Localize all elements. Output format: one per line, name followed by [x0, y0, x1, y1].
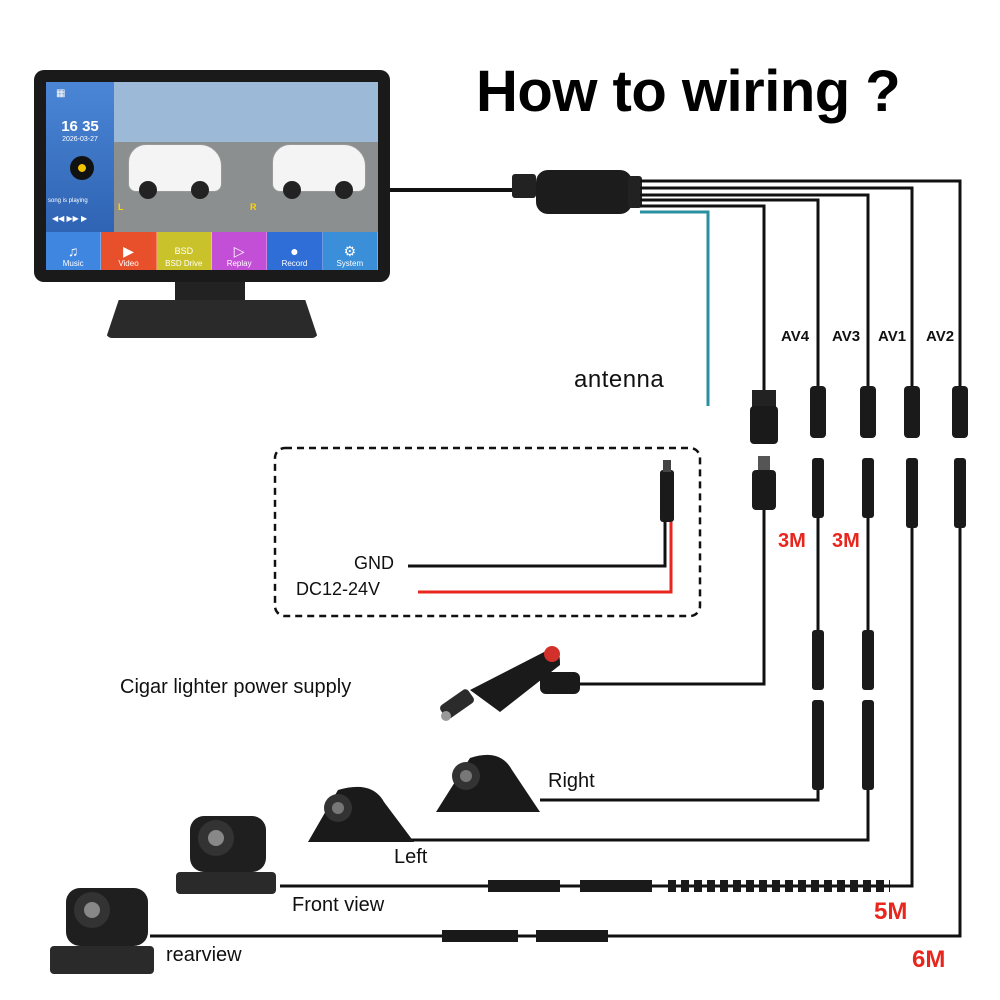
wire-av2 [640, 179, 962, 390]
music-icon: ♫ [67, 243, 79, 259]
cigar-lighter-plug-icon [440, 646, 580, 721]
connector-av3 [860, 386, 876, 438]
connector-av1 [904, 386, 920, 438]
wire-av3 [640, 193, 870, 390]
music-disc-icon [70, 156, 94, 180]
wire-av4 [640, 198, 820, 390]
screen-menu-item-record[interactable]: ●Record [267, 232, 323, 270]
rear-camera-icon [50, 888, 154, 974]
dc-voltage-label: DC12-24V [296, 579, 381, 599]
connector-power-female [750, 390, 778, 444]
clock-time: 16 35 [61, 118, 99, 135]
playback-controls-icon: ◀◀ ▶▶ ▶ [52, 214, 88, 223]
system-icon: ⚙ [343, 243, 357, 259]
bsd-drive-icon: BSD [174, 246, 194, 256]
length-label-front: 5M [874, 898, 908, 925]
channel-label-av1: AV1 [878, 328, 907, 345]
connector-av4-cam [812, 700, 824, 790]
connector-av3-mid [862, 630, 874, 690]
wire-power [640, 204, 766, 392]
car-image [272, 144, 366, 199]
screen-menu-label: System [336, 259, 364, 268]
wheel [191, 181, 209, 199]
cable-segment [580, 880, 652, 892]
replay-icon: ▷ [233, 243, 245, 259]
car-image [128, 144, 222, 199]
screen-menu-item-video[interactable]: ▶Video [101, 232, 157, 270]
cable-hub [628, 176, 642, 208]
right-side-camera-icon [436, 754, 540, 812]
song-status: song is playing [48, 198, 88, 204]
connector-av3-cam [862, 700, 874, 790]
cable-segment [488, 880, 560, 892]
screen-menu-label: Video [118, 259, 139, 268]
view-left-tag: L [118, 202, 124, 212]
screen-menu-label: Record [281, 259, 308, 268]
monitor-base [106, 300, 318, 338]
connector-av4-mid [812, 630, 824, 690]
connector-av2-ext [954, 458, 966, 528]
wire-av1 [640, 186, 914, 390]
length-label-av3: 3M [832, 530, 860, 552]
gnd-label: GND [354, 553, 394, 573]
cable-hub [536, 170, 632, 214]
clock-date: 2026-03-27 [62, 136, 98, 143]
connector-power-male [752, 456, 776, 510]
length-label-rear: 6M [912, 946, 946, 973]
screen-menu-item-system[interactable]: ⚙System [322, 232, 378, 270]
wheel [283, 181, 301, 199]
connector-av1-ext [906, 458, 918, 528]
screen-sidebar: ▦ 16 35 2026-03-27 song is playing ◀◀ ▶▶… [46, 82, 114, 232]
channel-label-av3: AV3 [832, 328, 861, 345]
connector-av2 [952, 386, 968, 438]
screen-menu-item-bsd-drive[interactable]: BSD BSD Drive [156, 232, 212, 270]
channel-label-av2: AV2 [926, 328, 955, 345]
wire-rear-cam [150, 528, 962, 938]
left-camera-view: L [114, 82, 246, 232]
monitor-screen: ▦ 16 35 2026-03-27 song is playing ◀◀ ▶▶… [46, 82, 378, 270]
wire-right-cam [540, 790, 820, 802]
rear-camera-label: rearview [166, 944, 242, 966]
channel-label-av4: AV4 [781, 328, 810, 345]
front-camera-label: Front view [292, 894, 385, 916]
wire-cigar [575, 510, 766, 686]
cable-segment [536, 930, 608, 942]
video-icon: ▶ [123, 243, 134, 259]
right-camera-view: R [246, 82, 378, 232]
connector-av3-ext [862, 458, 874, 518]
wheel [139, 181, 157, 199]
cable-segment [442, 930, 518, 942]
screen-menu-label: Music [62, 259, 84, 268]
record-icon: ● [290, 243, 299, 259]
connector-av4-ext [812, 458, 824, 518]
monitor: ▦ 16 35 2026-03-27 song is playing ◀◀ ▶▶… [34, 70, 390, 282]
cigar-lighter-label: Cigar lighter power supply [120, 676, 352, 698]
screen-menu-label: Replay [226, 259, 252, 268]
power-input-box [273, 446, 702, 618]
screen-menu-label: BSD Drive [165, 259, 203, 268]
wire-left-cam [410, 790, 870, 842]
front-camera-icon [176, 816, 276, 894]
cable-hub [512, 174, 536, 198]
wire-gnd [408, 522, 667, 568]
wire-dc-positive [418, 522, 673, 594]
antenna-label: antenna [574, 366, 665, 393]
connector-av4 [810, 386, 826, 438]
left-side-camera-icon [308, 786, 414, 842]
wheel [335, 181, 353, 199]
right-camera-label: Right [548, 770, 595, 792]
wire-antenna [640, 210, 710, 406]
length-label-av4: 3M [778, 530, 806, 552]
grid-icon: ▦ [56, 88, 66, 99]
dc-plug [663, 460, 671, 472]
screen-menu-item-music[interactable]: ♫Music [46, 232, 102, 270]
screen-menu-item-replay[interactable]: ▷Replay [211, 232, 268, 270]
page-title: How to wiring ? [476, 59, 901, 124]
dc-plug [660, 470, 674, 522]
view-right-tag: R [250, 202, 257, 212]
left-camera-label: Left [394, 846, 428, 868]
